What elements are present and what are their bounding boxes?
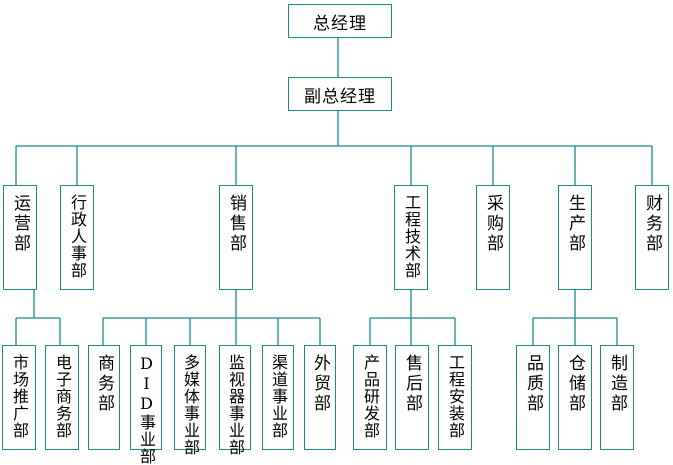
- node-dept-purchasing: 采购部: [476, 185, 510, 290]
- node-sub-multimedia: 多媒体事业部: [174, 345, 206, 456]
- node-dept-sales: 销售部: [219, 185, 253, 290]
- node-label: 监视器事业部: [226, 354, 245, 456]
- node-label: 市场推广部: [10, 354, 29, 439]
- node-label: 工程安装部: [446, 354, 465, 439]
- node-sub-foreign-trade: 外贸部: [304, 345, 336, 450]
- node-label: 财务部: [642, 194, 662, 254]
- node-sub-manufacturing: 制造部: [600, 345, 634, 450]
- node-label: 多媒体事业部: [181, 354, 200, 456]
- node-sub-monitor: 监视器事业部: [219, 345, 251, 456]
- node-label: 工程技术部: [402, 194, 421, 279]
- node-label: 销售部: [226, 194, 246, 254]
- node-sub-marketing: 市场推广部: [2, 345, 36, 450]
- node-sub-did: DID事业部: [130, 345, 162, 465]
- node-label: 售后部: [402, 354, 422, 414]
- node-sub-installation: 工程安装部: [438, 345, 472, 450]
- node-label: 商务部: [94, 354, 114, 414]
- node-dept-finance: 财务部: [635, 185, 669, 290]
- node-dept-operations: 运营部: [3, 185, 37, 290]
- node-sub-after-sales: 售后部: [395, 345, 429, 450]
- node-label: 电子商务部: [53, 354, 72, 439]
- node-label: 制造部: [607, 354, 627, 414]
- node-dept-engineering: 工程技术部: [394, 185, 428, 290]
- node-sub-rnd: 产品研发部: [353, 345, 387, 450]
- node-deputy-general-manager: 副总经理: [288, 77, 392, 111]
- node-label: 渠道事业部: [269, 354, 288, 439]
- node-dept-admin-hr: 行政人事部: [60, 185, 94, 290]
- node-sub-ecommerce: 电子商务部: [45, 345, 79, 450]
- node-general-manager: 总经理: [288, 4, 392, 38]
- node-label: 采购部: [483, 194, 503, 254]
- node-sub-channel: 渠道事业部: [262, 345, 294, 450]
- node-label: 行政人事部: [68, 194, 87, 279]
- node-sub-warehouse: 仓储部: [558, 345, 592, 450]
- node-label: DID事业部: [137, 354, 156, 465]
- node-label: 外贸部: [310, 354, 330, 414]
- node-label: 仓储部: [565, 354, 585, 414]
- node-label: 品质部: [523, 354, 543, 414]
- node-label: 总经理: [313, 13, 367, 34]
- node-label: 产品研发部: [361, 354, 380, 439]
- node-dept-production: 生产部: [558, 185, 592, 290]
- node-label: 生产部: [565, 194, 585, 254]
- node-sub-business: 商务部: [88, 345, 120, 450]
- node-label: 运营部: [10, 194, 30, 254]
- node-label: 副总经理: [304, 86, 376, 107]
- node-sub-quality: 品质部: [516, 345, 550, 450]
